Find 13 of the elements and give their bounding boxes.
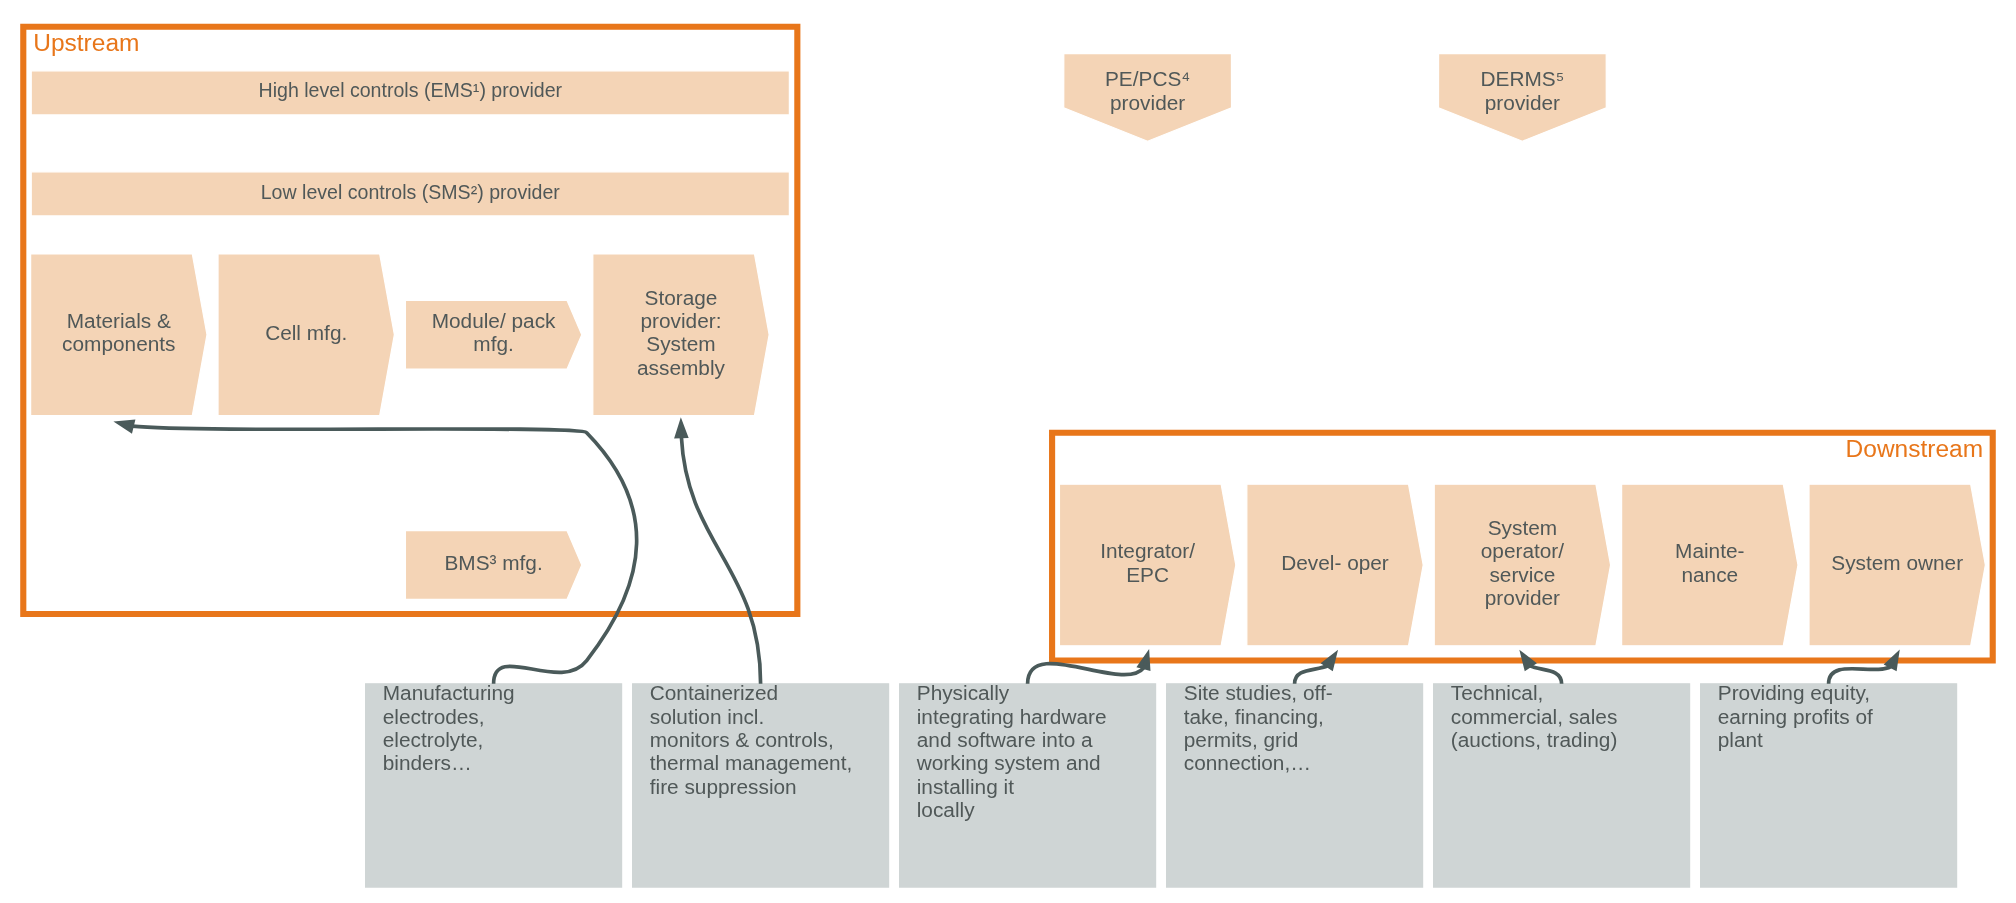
node-box: High level controls (EMS¹) provider [30,69,790,115]
arrow [1519,649,1564,684]
node-box: Providing equity, earning profits of plant [1700,682,1958,888]
arrow [113,418,639,684]
node-box: Containerized solution incl. monitors & controls, thermal management, fire suppression [632,682,890,888]
arrow [1292,649,1339,684]
node-box: Low level controls (SMS²) provider [30,170,790,217]
node-box: Manufacturing electrodes, electrolyte, binders… [365,682,623,888]
node-box: Site studies, off-take, financing, permits, grid connection,… [1166,682,1424,888]
arrow [674,416,763,684]
arrow [1826,648,1900,684]
node-box: Physically integrating hardware and software into a working system and installing it locally [899,682,1157,888]
node-box: Technical, commercial, sales (auctions, trading) [1433,682,1691,888]
